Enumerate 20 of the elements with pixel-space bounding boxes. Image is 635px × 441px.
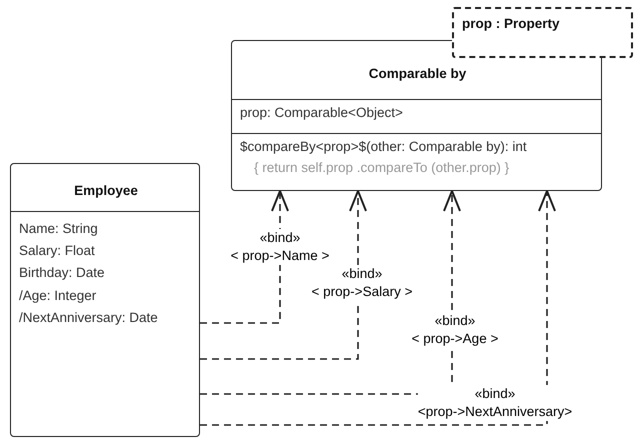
class-name: Comparable by — [368, 66, 468, 81]
class-name: Employee — [73, 183, 139, 198]
dependency-arrow — [200, 190, 556, 426]
edge-label: «bind» < prop->Salary > — [312, 265, 412, 301]
class-box — [10, 163, 200, 437]
class-box — [231, 40, 602, 191]
member-text: prop: Comparable<Object> — [240, 105, 403, 120]
parameter-text: prop : Property — [462, 16, 560, 31]
member-text: Salary: Float — [19, 243, 95, 258]
member-text: Birthday: Date — [19, 265, 105, 280]
edge-label: «bind» <prop->NextAnniversary> — [418, 385, 572, 421]
member-text: /NextAnniversary: Date — [19, 310, 158, 325]
member-text: $compareBy<prop>$(other: Comparable by): int — [240, 139, 527, 154]
template-parameter-box — [452, 7, 633, 58]
edge-label: «bind» < prop->Age > — [412, 312, 498, 348]
edge-label: «bind» < prop->Name > — [230, 229, 330, 265]
method-body: { return self.prop .compareTo (other.prop) } — [254, 160, 510, 175]
dependency-arrow — [200, 190, 367, 360]
member-text: Name: String — [19, 221, 98, 236]
member-text: /Age: Integer — [19, 288, 96, 303]
